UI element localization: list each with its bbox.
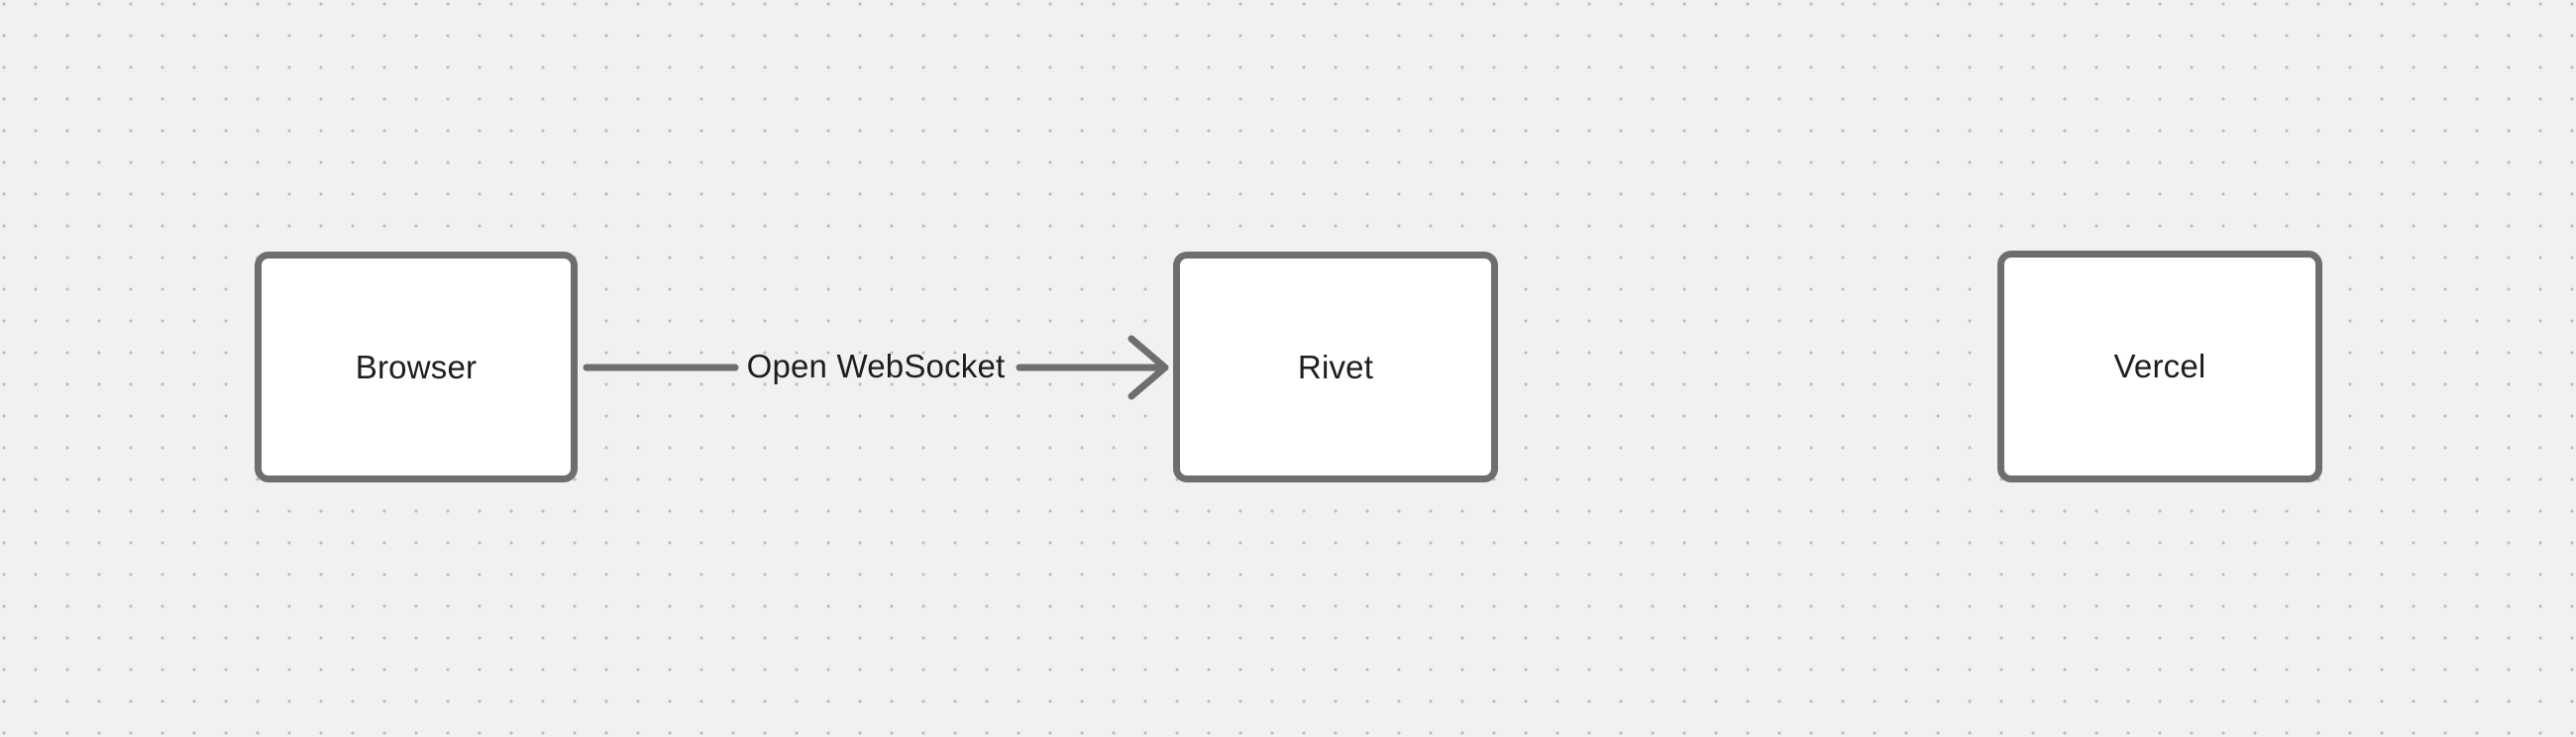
node-browser-label: Browser (355, 348, 478, 385)
node-browser: Browser (255, 252, 578, 482)
node-vercel: Vercel (1997, 251, 2322, 482)
edge-label-open-websocket: Open WebSocket (746, 348, 1006, 385)
node-rivet-label: Rivet (1297, 348, 1374, 385)
node-rivet: Rivet (1173, 252, 1498, 482)
arrowhead-icon (1127, 335, 1169, 400)
node-vercel-label: Vercel (2113, 348, 2206, 384)
